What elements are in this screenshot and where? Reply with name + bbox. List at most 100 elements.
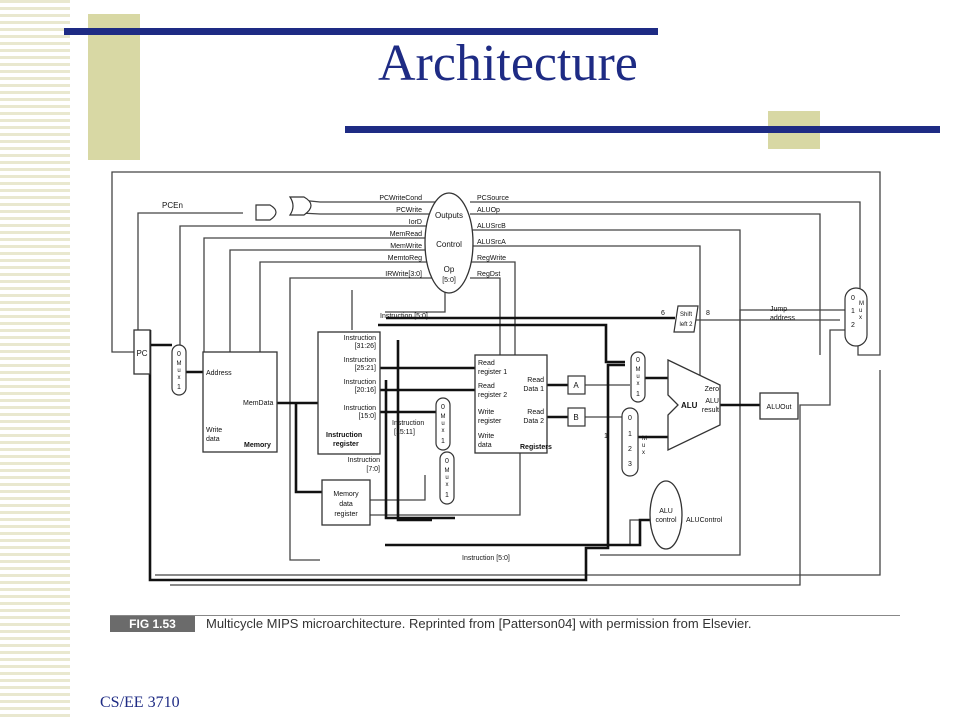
mux-alusrca-1: 1 bbox=[636, 391, 640, 398]
mux-alusrcb-2: 2 bbox=[628, 446, 632, 453]
register-file bbox=[474, 354, 548, 454]
caption-rule bbox=[110, 615, 900, 616]
reg-wd-a: Write bbox=[478, 433, 494, 440]
wire-mdr-regmux bbox=[370, 475, 426, 501]
sig-memread: MemRead bbox=[390, 231, 422, 238]
mux-regdst bbox=[435, 397, 451, 451]
ir-field1-a: Instruction bbox=[344, 335, 376, 342]
mux-memtoreg-0: 0 bbox=[445, 458, 449, 465]
memory-data-register bbox=[321, 479, 371, 526]
const-one-label: 1 bbox=[604, 433, 608, 440]
sig-aluop: ALUOp bbox=[477, 207, 500, 214]
wire-aluop bbox=[470, 213, 821, 355]
mux-alusrca-m: M bbox=[636, 367, 641, 373]
mdr-l3: register bbox=[334, 511, 358, 518]
wire-pcen bbox=[137, 212, 243, 330]
reg-wd-b: data bbox=[478, 442, 492, 449]
mux-alusrcb-x: x bbox=[642, 450, 645, 456]
sig-memwrite: MemWrite bbox=[390, 243, 422, 250]
mux-iord-x: x bbox=[178, 375, 181, 381]
ir-low-b: [7:0] bbox=[366, 466, 380, 473]
reg-wr-b: register bbox=[478, 418, 502, 425]
sig-alusrca: ALUSrcA bbox=[477, 239, 506, 246]
slide-title: Architecture bbox=[378, 35, 638, 92]
alu-alu-label: ALU bbox=[705, 398, 719, 405]
mux-regdst-m: M bbox=[441, 414, 446, 420]
mux-alusrcb bbox=[621, 407, 639, 477]
mux-pcsource-2: 2 bbox=[851, 322, 855, 329]
reg-wr-a: Write bbox=[478, 409, 494, 416]
ir-field2-a: Instruction bbox=[344, 357, 376, 364]
ir-mid-a: Instruction bbox=[392, 420, 424, 427]
mux-memtoreg-1: 1 bbox=[445, 492, 449, 499]
reg-a-label: A bbox=[573, 381, 579, 390]
sig-pcsource: PCSource bbox=[477, 195, 509, 202]
sig-iord: IorD bbox=[409, 219, 422, 226]
ir-field1-b: [31:26] bbox=[355, 343, 376, 350]
figure-caption: Multicycle MIPS microarchitecture. Repri… bbox=[206, 616, 752, 631]
mux-alusrcb-1: 1 bbox=[628, 431, 632, 438]
pc-register bbox=[133, 329, 151, 375]
jump-l2: address bbox=[770, 315, 795, 322]
slide-footer: CS/EE 3710 bbox=[100, 694, 180, 711]
decorative-stripe-band bbox=[0, 0, 70, 720]
wire-op bbox=[385, 290, 446, 313]
ir-field4-a: Instruction bbox=[344, 405, 376, 412]
wire-iord bbox=[179, 225, 436, 345]
reg-rd2-b: Data 2 bbox=[523, 418, 544, 425]
bus-bottom-alu bbox=[385, 518, 652, 547]
mux-alusrca-x: x bbox=[637, 381, 640, 387]
alu-control-l1: ALU bbox=[659, 508, 673, 515]
reg-rr2-a: Read bbox=[478, 383, 495, 390]
memory-write-label: Write bbox=[206, 427, 222, 434]
aluout-label: ALUOut bbox=[767, 404, 792, 411]
sig-irwrite: IRWrite[3:0] bbox=[385, 271, 422, 278]
memory-memdata-label: MemData bbox=[243, 400, 273, 407]
bus-pc-alu-top bbox=[148, 330, 625, 582]
bus-mdr-regmux bbox=[384, 380, 455, 520]
reg-b-label: B bbox=[573, 413, 578, 422]
wire-memread bbox=[203, 237, 436, 355]
bus-signext bbox=[396, 340, 432, 522]
mux-alusrcb-3: 3 bbox=[628, 461, 632, 468]
control-op-label: Op bbox=[444, 265, 455, 274]
mux-memtoreg-x: x bbox=[446, 482, 449, 488]
instr-5-0-bottom: Instruction [5:0] bbox=[462, 555, 510, 562]
figure-tag: FIG 1.53 bbox=[110, 616, 195, 632]
sig-alusrcb: ALUSrcB bbox=[477, 223, 506, 230]
wire-irwrite bbox=[289, 277, 436, 561]
reg-b bbox=[567, 407, 586, 427]
ir-mid-b: [15:11] bbox=[394, 429, 415, 436]
mux-pcsource-0: 0 bbox=[851, 295, 855, 302]
wire-bottom-1 bbox=[155, 370, 881, 576]
sig-memtoreg: MemtoReg bbox=[388, 255, 422, 262]
mdr-l2: data bbox=[339, 501, 353, 508]
mux-pcsource-u: u bbox=[859, 308, 862, 314]
alu-control-out: ALUControl bbox=[686, 517, 723, 524]
wire-aluout-pcmux bbox=[820, 329, 845, 406]
wire-memtoreg bbox=[259, 261, 436, 355]
alu-zero-label: Zero bbox=[705, 386, 720, 393]
mux-iord-1: 1 bbox=[177, 384, 181, 391]
wire-pc-loop bbox=[111, 171, 881, 356]
control-unit bbox=[424, 192, 474, 294]
reg-rd1-b: Data 1 bbox=[523, 386, 544, 393]
memory-address-label: Address bbox=[206, 370, 232, 377]
wire-alucontrol-loop bbox=[475, 519, 645, 546]
mux-regdst-1: 1 bbox=[441, 438, 445, 445]
wire-memwrite bbox=[229, 249, 436, 355]
control-label: Control bbox=[436, 240, 462, 249]
memory-name-label: Memory bbox=[244, 442, 271, 449]
mux-iord-m: M bbox=[177, 361, 182, 367]
mux-pcsource-x: x bbox=[859, 315, 862, 321]
or-gate-icon bbox=[288, 196, 312, 216]
ir-field2-b: [25:21] bbox=[355, 365, 376, 372]
and-gate-icon bbox=[255, 204, 277, 221]
bus-memdata-mdr bbox=[294, 403, 322, 494]
reg-rr2-b: register 2 bbox=[478, 392, 507, 399]
mux-iord-u: u bbox=[177, 368, 180, 374]
multicycle-mips-diagram: PCEn Outputs Control Op [5:0] PCWriteCon… bbox=[111, 171, 881, 586]
alu-control-unit bbox=[649, 480, 683, 550]
wire-alusrca bbox=[470, 245, 701, 380]
alu-result-label: result bbox=[702, 407, 719, 414]
